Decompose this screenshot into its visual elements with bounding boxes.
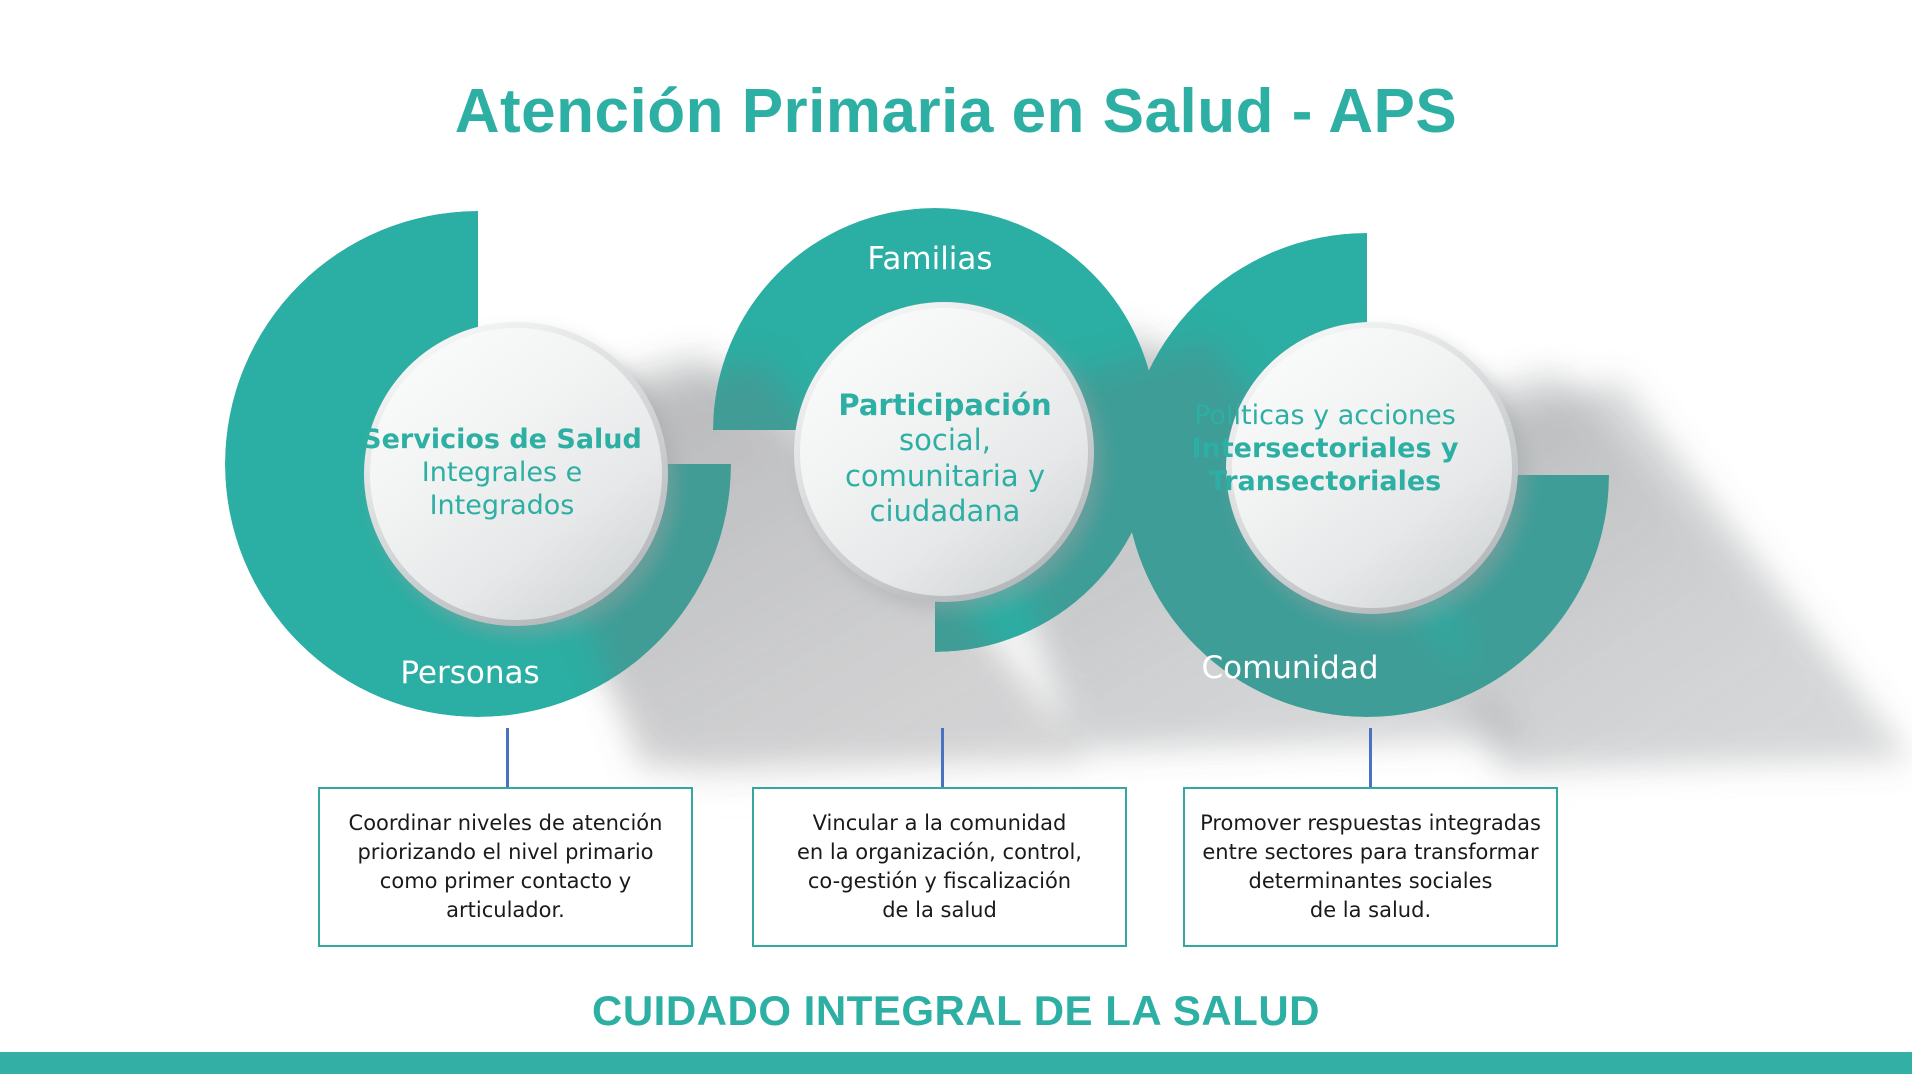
node-3-text: Políticas y acciones Intersectoriales y … (1165, 400, 1485, 499)
ring-label-comunidad: Comunidad (1201, 650, 1379, 686)
node-2-bold-line: Participación (838, 388, 1052, 422)
info-box-2-line-2: en la organización, control, (797, 840, 1082, 865)
info-box-1-content: Coordinar niveles de atención priorizand… (349, 809, 663, 925)
node-1-regular-line: Integrales e Integrados (421, 456, 583, 521)
connector-line-3 (1369, 728, 1372, 787)
node-3-regular-line: Políticas y acciones (1194, 400, 1456, 431)
ring-label-personas: Personas (400, 655, 540, 691)
node-2-text: Participación social, comunitaria y ciud… (800, 388, 1090, 530)
info-box-3-line-1: Promover respuestas integradas (1200, 811, 1541, 836)
info-box-3-line-4: de la salud. (1309, 897, 1432, 922)
info-box-3-line-2: entre sectores para transformar (1202, 840, 1539, 865)
node-3-bold-line-2: Transectoriales (1208, 465, 1442, 497)
info-box-3: Promover respuestas integradas entre sec… (1183, 787, 1558, 947)
node-2-regular-line-1: social, (899, 423, 991, 458)
info-box-1-line-4: articulador. (446, 897, 565, 922)
info-box-2-line-4: de la salud (882, 897, 997, 922)
connector-line-2 (941, 728, 944, 787)
node-1-bold-line: Servicios de Salud (362, 424, 642, 455)
footer-title: CUIDADO INTEGRAL DE LA SALUD (592, 987, 1320, 1034)
node-2-regular-line-3: ciudadana (869, 494, 1021, 529)
info-box-1-line-3: como primer contacto y (379, 869, 632, 893)
info-box-3-content: Promover respuestas integradas entre sec… (1200, 809, 1541, 925)
connector-line-1 (506, 728, 509, 787)
info-box-2-content: Vincular a la comunidad en la organizaci… (797, 809, 1082, 925)
ring-label-familias: Familias (867, 241, 993, 277)
footer-accent-bar (0, 1052, 1912, 1074)
info-box-1-line-2: priorizando el nivel primario (357, 840, 654, 865)
info-box-1-line-1: Coordinar niveles de atención (348, 811, 663, 836)
node-1-text: Servicios de Salud Integrales e Integrad… (352, 424, 652, 523)
info-box-2-line-1: Vincular a la comunidad (812, 811, 1067, 836)
node-2-regular-line-2: comunitaria y (844, 458, 1046, 493)
info-box-2: Vincular a la comunidad en la organizaci… (752, 787, 1127, 947)
page-title: Atención Primaria en Salud - APS (454, 77, 1458, 146)
info-box-1: Coordinar niveles de atención priorizand… (318, 787, 693, 947)
info-box-2-line-3: co-gestión y fiscalización (807, 869, 1072, 893)
node-3-bold-line-1: Intersectoriales y (1191, 432, 1459, 464)
info-box-3-line-3: determinantes sociales (1248, 869, 1493, 893)
